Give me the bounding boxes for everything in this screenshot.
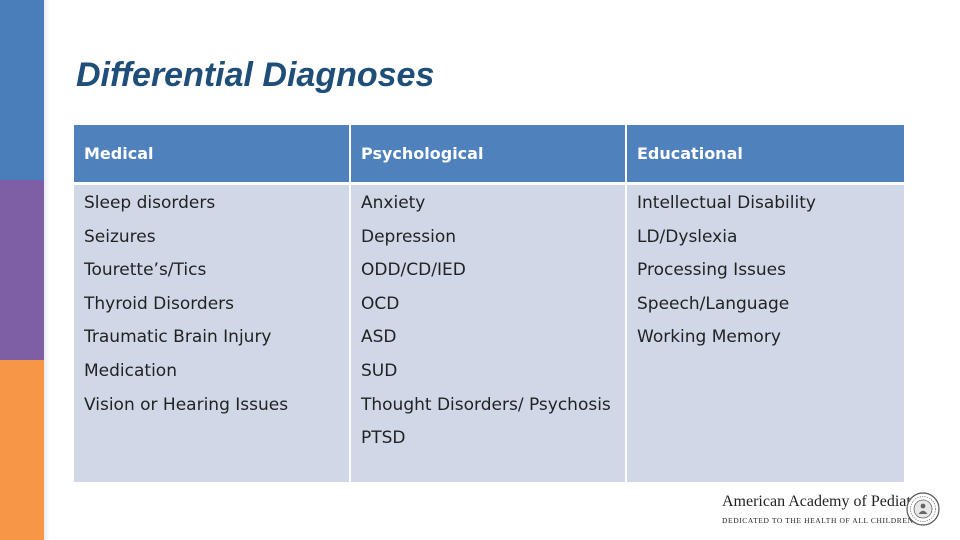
- list-item: Traumatic Brain Injury: [84, 327, 272, 348]
- list-item: Working Memory: [637, 327, 781, 348]
- color-bar-edge: [44, 0, 50, 540]
- color-bar-orange: [0, 360, 44, 540]
- color-bar-purple: [0, 180, 44, 360]
- logo-name: American Academy of Pediatrics: [722, 493, 934, 510]
- list-item: Thought Disorders/ Psychosis: [361, 394, 611, 415]
- list-item: OCD: [361, 293, 400, 314]
- list-item: Medication: [84, 360, 177, 381]
- list-item: LD/Dyslexia: [637, 226, 738, 247]
- list-item: Intellectual Disability: [637, 193, 816, 213]
- decorative-color-bar: [0, 0, 50, 540]
- aap-logo: American Academy of Pediatrics DEDICATED…: [720, 492, 942, 532]
- list-item: Speech/Language: [637, 293, 790, 314]
- logo-tagline: DEDICATED TO THE HEALTH OF ALL CHILDREN™: [722, 516, 922, 525]
- header-psychological: Psychological: [350, 125, 627, 185]
- slide-title: Differential Diagnoses: [76, 56, 435, 94]
- header-educational: Educational: [626, 125, 904, 185]
- list-item: Anxiety: [361, 193, 426, 213]
- list-item: Tourette’s/Tics: [84, 260, 207, 281]
- list-item: SUD: [361, 360, 398, 381]
- list-item: ODD/CD/IED: [361, 260, 466, 281]
- list-item: Depression: [361, 226, 457, 247]
- list-item: Sleep disorders: [84, 193, 216, 213]
- list-item: ASD: [361, 327, 397, 348]
- list-item: Seizures: [84, 226, 156, 247]
- list-item: Thyroid Disorders: [84, 293, 235, 314]
- diagnoses-table: Medical Psychological Educational Sleep …: [74, 125, 904, 482]
- list-item: Vision or Hearing Issues: [84, 394, 289, 415]
- aap-seal-icon: [906, 492, 940, 526]
- psychological-column: Anxiety Depression ODD/CD/IED OCD ASD SU…: [350, 183, 627, 482]
- list-item: Processing Issues: [637, 260, 786, 281]
- header-medical: Medical: [74, 125, 351, 185]
- table-body-row: Sleep disorders Seizures Tourette’s/Tics…: [74, 183, 904, 482]
- table-header-row: Medical Psychological Educational: [74, 125, 904, 185]
- medical-column: Sleep disorders Seizures Tourette’s/Tics…: [74, 183, 351, 482]
- educational-column: Intellectual Disability LD/Dyslexia Proc…: [626, 183, 904, 482]
- color-bar-blue: [0, 0, 44, 180]
- list-item: PTSD: [361, 428, 406, 449]
